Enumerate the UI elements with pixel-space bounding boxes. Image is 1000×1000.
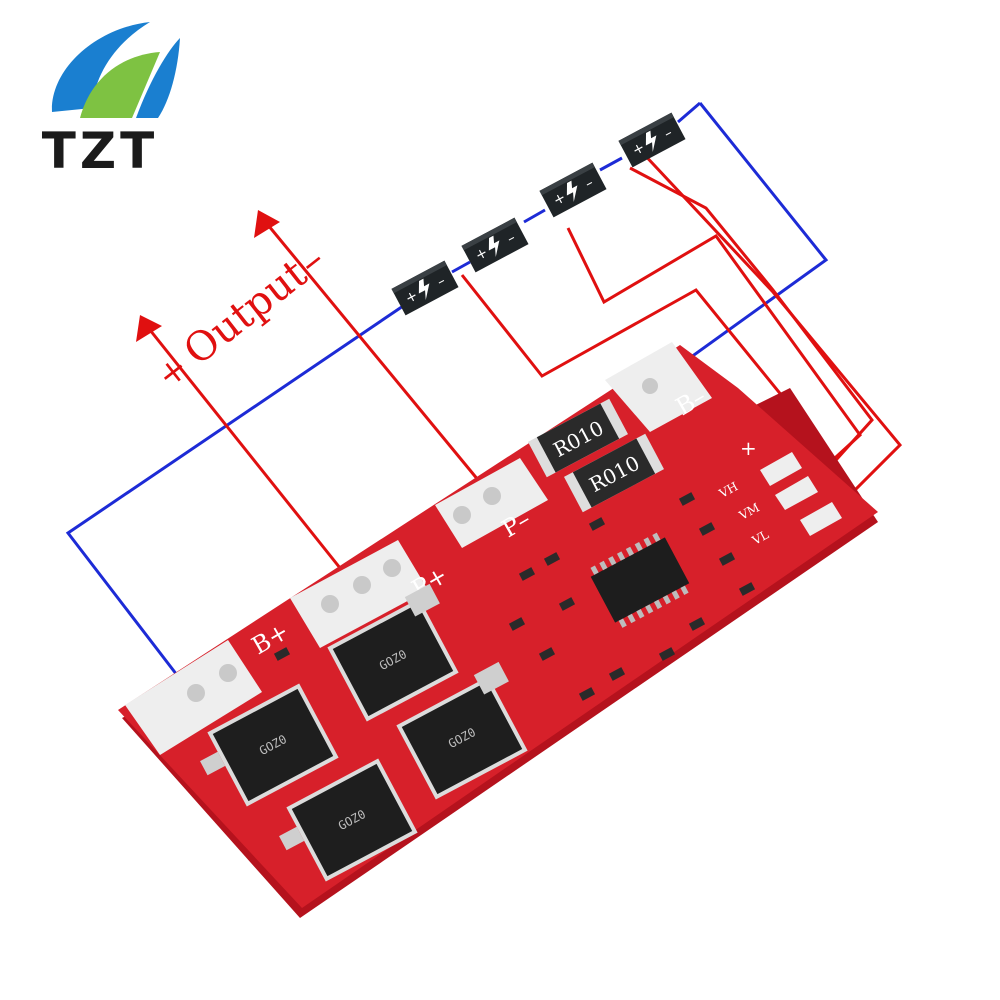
battery-cell: + – bbox=[461, 217, 529, 273]
sense-connector: + VH VM VL bbox=[716, 436, 842, 548]
blue-wire-main bbox=[65, 298, 413, 693]
battery-cell: + – bbox=[618, 112, 686, 168]
pad-b-minus bbox=[605, 342, 712, 432]
brand-logo: TZT bbox=[42, 22, 180, 180]
pad-b-plus bbox=[125, 640, 262, 755]
battery-cell: + – bbox=[539, 162, 607, 218]
wiring bbox=[65, 101, 903, 693]
bolt-icon bbox=[645, 130, 657, 153]
arrowhead-minus-icon bbox=[254, 210, 280, 238]
smd-components bbox=[273, 492, 756, 701]
battery-cells: + – + – + – + – bbox=[391, 112, 686, 316]
pad-p-plus bbox=[290, 540, 428, 648]
mosfet: GOZ0 bbox=[279, 758, 418, 882]
blue-wire-b-minus bbox=[654, 102, 829, 385]
arrowhead-plus-icon bbox=[136, 315, 162, 342]
protection-ic bbox=[590, 532, 690, 628]
bolt-icon bbox=[488, 235, 500, 258]
mosfet: GOZ0 bbox=[327, 583, 459, 722]
red-arrow-plus bbox=[148, 329, 354, 584]
brand-name: TZT bbox=[42, 122, 158, 180]
mosfet: GOZ0 bbox=[200, 683, 339, 807]
output-label: Output bbox=[175, 251, 315, 375]
bolt-icon bbox=[418, 278, 430, 301]
battery-cell: + – bbox=[391, 260, 459, 316]
bolt-icon bbox=[566, 180, 578, 203]
pad-p-minus bbox=[435, 458, 548, 548]
logo-mark-icon bbox=[51, 22, 180, 118]
red-wire-4 bbox=[638, 148, 903, 517]
pin-plus-label: + bbox=[740, 436, 757, 460]
pcb-board: B+ P+ P– B– R010 R010 + VH VM VL bbox=[118, 342, 878, 918]
pcb-top bbox=[118, 345, 878, 908]
red-arrow-minus bbox=[266, 224, 490, 493]
mosfet: GOZ0 bbox=[396, 661, 528, 800]
